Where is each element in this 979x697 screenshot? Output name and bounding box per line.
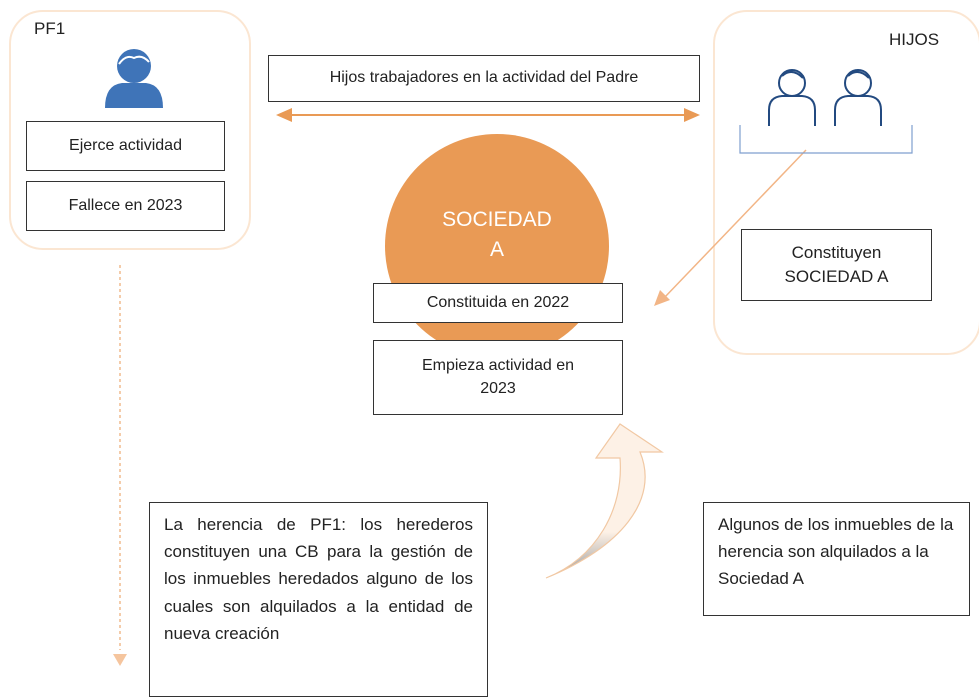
hijos-bracket xyxy=(739,125,913,154)
curved-arrow xyxy=(545,423,664,579)
hair-detail xyxy=(118,55,150,65)
sociedad-title: SOCIEDAD A xyxy=(397,205,597,266)
hijos-label: HIJOS xyxy=(889,30,940,49)
dashed-down-arrow xyxy=(113,265,127,666)
child-icon-left xyxy=(768,69,816,126)
sociedad-title-line2: A xyxy=(489,238,504,262)
inmuebles-text-box: Algunos de los inmuebles de la herencia … xyxy=(703,502,970,616)
herencia-text-box: La herencia de PF1: los herederos consti… xyxy=(149,502,488,697)
constituida-box: Constituida en 2022 xyxy=(373,283,623,323)
double-arrow xyxy=(276,108,700,122)
sociedad-title-line1: SOCIEDAD xyxy=(442,208,552,231)
empieza-box: Empieza actividad en 2023 xyxy=(373,340,623,415)
relation-box: Hijos trabajadores en la actividad del P… xyxy=(268,55,700,102)
diagonal-arrow xyxy=(654,149,807,306)
pf1-label: PF1 xyxy=(34,19,66,38)
pf1-fallece-box: Fallece en 2023 xyxy=(26,181,225,231)
pf1-ejerce-box: Ejerce actividad xyxy=(26,121,225,171)
child-icon-right xyxy=(834,69,882,126)
hijos-constituyen-box: Constituyen SOCIEDAD A xyxy=(741,229,932,301)
